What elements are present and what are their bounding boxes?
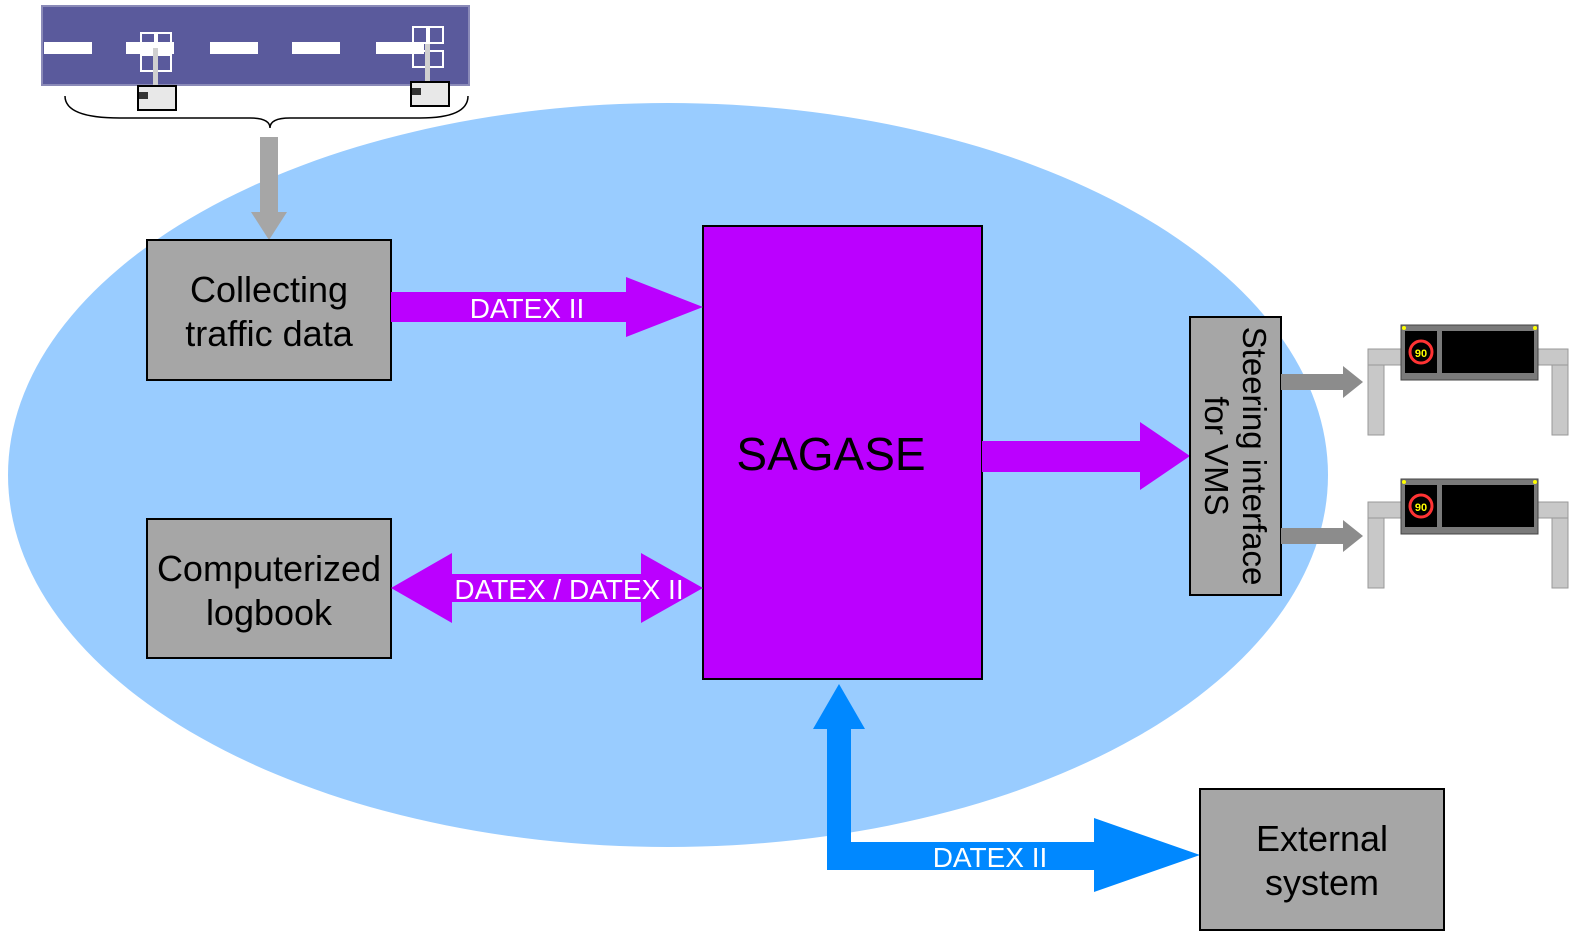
steering-interface-box xyxy=(1189,316,1282,596)
edge-label-collecting-sagase: DATEX II xyxy=(470,293,585,324)
steering-label-line1: Steering interface xyxy=(1236,327,1273,586)
arrow-steering-to-vms-top xyxy=(1281,366,1363,398)
system-boundary-ellipse xyxy=(8,103,1328,847)
arrow-collecting-to-sagase xyxy=(391,277,703,337)
brace-icon xyxy=(64,95,469,129)
road-detector-icon xyxy=(41,5,470,111)
external-label-line1: External xyxy=(1256,818,1388,859)
external-label-line2: system xyxy=(1265,862,1379,903)
logbook-label-line1: Computerized xyxy=(157,548,381,589)
computerized-logbook-box xyxy=(146,518,392,659)
vms-speed-top: 90 xyxy=(1415,348,1427,360)
arrow-logbook-sagase xyxy=(391,553,703,623)
vms-sign-icon: 90 xyxy=(1367,324,1569,436)
external-system-box xyxy=(1199,788,1445,931)
arrow-steering-to-vms-bottom xyxy=(1281,520,1363,552)
edge-label-logbook-sagase: DATEX / DATEX II xyxy=(454,574,683,605)
logbook-label-line2: logbook xyxy=(206,592,333,633)
vms-speed-bottom: 90 xyxy=(1415,502,1427,514)
vms-sign-icon: 90 xyxy=(1367,478,1569,589)
edge-label-sagase-external: DATEX II xyxy=(933,842,1048,873)
arrow-sagase-to-steering xyxy=(982,422,1190,490)
collecting-label-line2: traffic data xyxy=(185,313,353,354)
steering-label-line2: for VMS xyxy=(1198,396,1235,515)
collecting-traffic-data-box xyxy=(146,239,392,381)
arrow-sagase-external xyxy=(813,684,1200,892)
arrow-road-to-collecting xyxy=(251,137,287,240)
sagase-label: SAGASE xyxy=(736,428,925,480)
sagase-box xyxy=(702,225,983,680)
collecting-label-line1: Collecting xyxy=(190,269,348,310)
